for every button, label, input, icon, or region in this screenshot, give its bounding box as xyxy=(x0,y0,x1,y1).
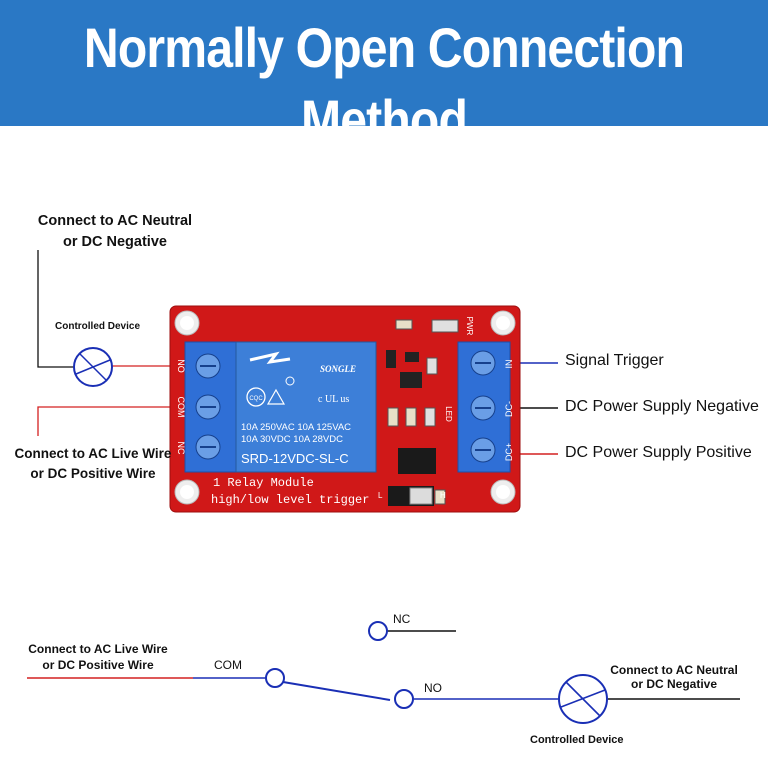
com-terminal-icon xyxy=(265,668,285,688)
switch-lever xyxy=(282,681,391,701)
no-terminal-icon xyxy=(394,689,414,709)
bottom-nc-label: NC xyxy=(393,612,411,626)
top-wiring xyxy=(37,250,558,455)
bottom-ac-neutral-line-1: Connect to AC Neutral xyxy=(610,663,738,677)
title-banner: Normally Open Connection Method xyxy=(0,0,768,151)
module-title: 1 Relay Module xyxy=(213,476,314,490)
relay-module-board: NO COM NC IN DC- DC+ SONGLE CQC c UL us … xyxy=(169,305,521,513)
dc-positive-label: DC Power Supply Positive xyxy=(565,444,752,461)
relay-model: SRD-12VDC-SL-C xyxy=(241,451,349,466)
live-wire xyxy=(37,406,177,436)
bottom-ac-live-line-1: Connect to AC Live Wire xyxy=(28,642,168,656)
left-terminal-block xyxy=(184,341,238,473)
pin-label-dc-neg: DC- xyxy=(504,401,514,417)
ul-mark: c UL us xyxy=(318,394,349,405)
bottom-no-label: NO xyxy=(424,681,442,695)
bottom-ac-live-label: Connect to AC Live Wire or DC Positive W… xyxy=(20,641,176,673)
neutral-wire xyxy=(37,250,75,368)
relay-brand: SONGLE xyxy=(320,364,356,374)
top-ac-neutral-label: Connect to AC Neutral or DC Negative xyxy=(30,211,200,253)
cert-mark: CQC xyxy=(249,396,263,402)
bottom-schematic xyxy=(27,621,740,724)
bottom-controlled-device-lamp-icon xyxy=(558,674,608,724)
bottom-ac-live-line-2: or DC Positive Wire xyxy=(42,658,154,672)
top-controlled-device-label: Controlled Device xyxy=(55,321,141,332)
led-label: LED xyxy=(444,406,453,422)
top-ac-neutral-line-1: Connect to AC Neutral xyxy=(37,213,193,229)
signal-trigger-label: Signal Trigger xyxy=(565,352,664,369)
bottom-controlled-device-label: Controlled Device xyxy=(530,734,624,746)
controlled-device-lamp-icon xyxy=(73,347,113,387)
pin-label-in: IN xyxy=(504,360,514,369)
dc-negative-label: DC Power Supply Negative xyxy=(565,398,759,415)
smd-components xyxy=(386,319,459,505)
module-subtitle: high/low level trigger xyxy=(211,493,369,507)
top-ac-live-line-2: or DC Positive Wire xyxy=(30,466,156,481)
trigger-jumper xyxy=(388,486,434,506)
pin-label-nc: NC xyxy=(176,442,186,455)
top-ac-neutral-line-2: or DC Negative xyxy=(63,234,167,250)
relay-component: SONGLE CQC c UL us 10A 250VAC 10A 125VAC… xyxy=(235,341,377,473)
top-ac-live-label: Connect to AC Live Wire or DC Positive W… xyxy=(10,444,176,484)
relay-rating-line-2: 10A 30VDC 10A 28VDC xyxy=(241,434,343,445)
pwr-label: PWR xyxy=(465,317,474,336)
right-terminal-block xyxy=(457,341,511,473)
pin-label-no: NO xyxy=(176,359,186,373)
jumper-low-label: L xyxy=(378,491,383,500)
pin-label-dc-pos: DC+ xyxy=(504,443,514,461)
bottom-ac-neutral-line-2: or DC Negative xyxy=(630,677,718,691)
bottom-ac-neutral-label: Connect to AC Neutral or DC Negative xyxy=(600,663,748,691)
bottom-com-label: COM xyxy=(214,658,242,672)
nc-terminal-icon xyxy=(368,621,388,641)
relay-rating-line-1: 10A 250VAC 10A 125VAC xyxy=(241,422,351,433)
pin-label-com: COM xyxy=(176,397,186,418)
page-title: Normally Open Connection Method xyxy=(83,16,685,151)
top-ac-live-line-1: Connect to AC Live Wire xyxy=(14,446,172,461)
jumper-high-label: H xyxy=(440,491,446,500)
mounting-holes xyxy=(174,310,516,505)
